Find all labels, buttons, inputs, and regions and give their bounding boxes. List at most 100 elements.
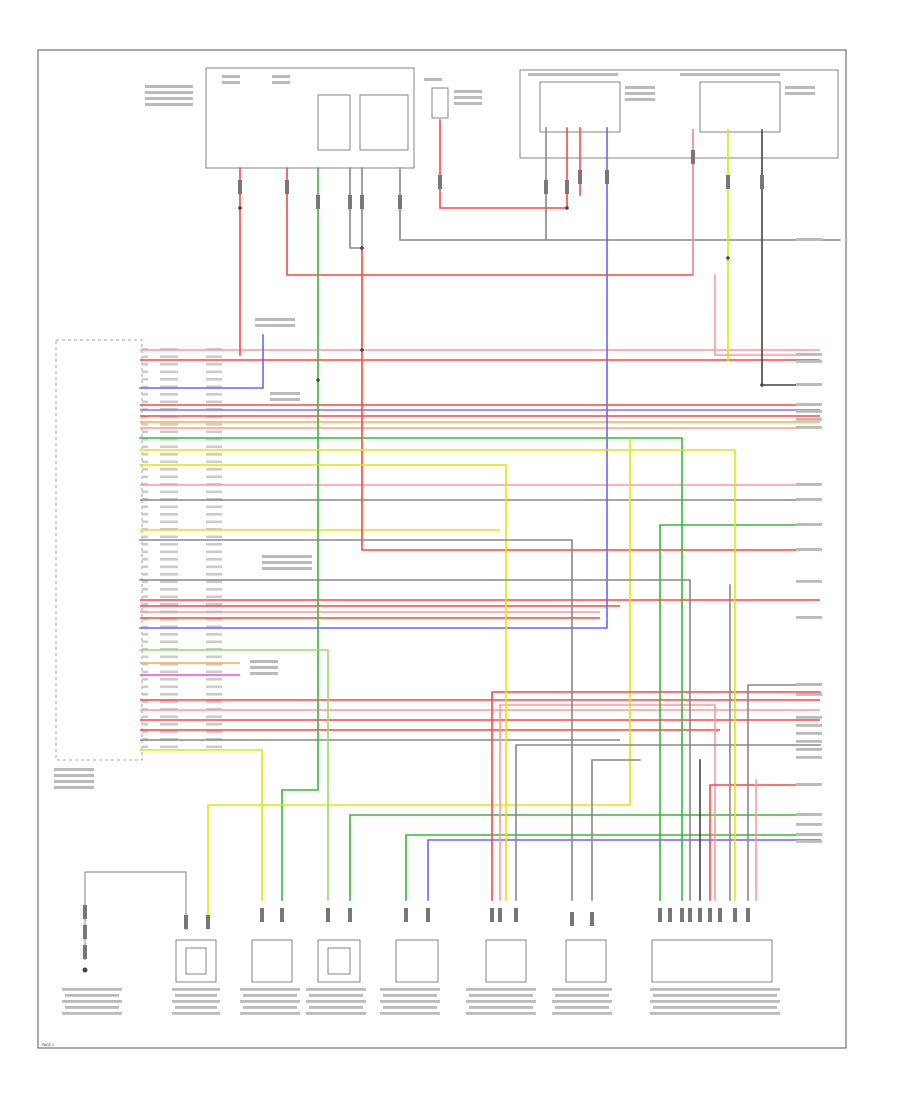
pin-label — [160, 475, 178, 479]
wire-end-label — [796, 833, 822, 836]
pin-label — [160, 625, 178, 629]
pin-label — [160, 400, 178, 404]
diagram-frame — [37, 49, 847, 1049]
pin-label — [206, 430, 222, 434]
pin-label — [142, 618, 148, 621]
pin-label — [160, 655, 178, 659]
pin-label — [142, 565, 148, 569]
component-label — [175, 994, 217, 997]
component-label — [555, 1006, 609, 1009]
component-knock — [395, 939, 439, 983]
wire-end-label — [796, 724, 822, 727]
pin-label — [160, 438, 178, 441]
connector-mark — [260, 908, 264, 922]
pin-label — [160, 580, 178, 584]
splice-dots — [82, 206, 764, 973]
wire-gray-mid — [139, 539, 573, 901]
pin-label — [160, 633, 178, 636]
pin-label — [142, 550, 148, 554]
pin-label — [142, 685, 148, 689]
pin-label — [142, 603, 148, 606]
wire-end-label — [796, 403, 822, 406]
pin-label — [142, 505, 148, 509]
pin-label — [206, 685, 222, 689]
relay-2 — [699, 81, 781, 133]
pin-label — [206, 423, 222, 426]
component-label — [306, 1012, 366, 1015]
wire-gray-top — [399, 167, 841, 241]
bottom-labels — [62, 988, 780, 1015]
pin-label — [160, 670, 178, 674]
pin-label — [160, 363, 178, 366]
pin-label — [206, 535, 222, 539]
pin-label — [160, 543, 178, 546]
component-label — [380, 1012, 440, 1015]
pin-label — [206, 550, 222, 554]
wire-end-label — [796, 410, 822, 413]
fuse-labels — [145, 73, 815, 106]
wire-gray-mid-2 — [139, 579, 691, 901]
component-label — [65, 994, 119, 997]
pin-label — [142, 715, 148, 719]
connector-mark — [544, 180, 548, 194]
pin-label — [160, 520, 178, 524]
wire-end-label — [796, 823, 822, 826]
pin-label — [206, 603, 222, 606]
page-number: PAGE 1 — [42, 1043, 54, 1047]
wire-end-label — [796, 756, 822, 759]
pin-label — [160, 423, 178, 426]
wire-end-label — [796, 740, 822, 743]
connector-mark — [514, 908, 518, 922]
component-cam-inner — [327, 947, 351, 975]
wire-lime-ecm — [139, 649, 329, 901]
pin-label — [206, 580, 222, 584]
pin-label — [206, 715, 222, 719]
pin-label — [206, 565, 222, 569]
wire-pink-lower — [499, 704, 716, 901]
pin-label — [142, 663, 148, 666]
pin-label — [160, 730, 178, 734]
component-label — [552, 1000, 612, 1003]
wire-end-label — [796, 813, 822, 816]
connector-mark — [280, 908, 284, 922]
connector-mark — [348, 908, 352, 922]
component-label — [243, 994, 297, 997]
wire-green-lower — [349, 814, 821, 901]
pin-label — [142, 625, 148, 629]
wire-green-1 — [281, 167, 319, 901]
vertical-wires — [139, 119, 841, 921]
component-label — [172, 988, 220, 991]
pin-label — [142, 655, 148, 659]
wire-dark-right — [761, 129, 821, 386]
connector-mark — [404, 908, 408, 922]
pin-label — [142, 400, 148, 404]
pin-label — [160, 595, 178, 599]
pin-label — [160, 685, 178, 689]
pin-label — [142, 745, 148, 749]
pin-label — [142, 580, 148, 584]
component-label — [309, 1006, 363, 1009]
component-maf-inner — [185, 947, 207, 975]
component-label — [243, 1006, 297, 1009]
pin-label — [160, 745, 178, 749]
wire-end-label — [796, 616, 822, 619]
fuse-small — [431, 87, 449, 119]
component-maf — [175, 939, 217, 983]
connector-mark — [698, 908, 702, 922]
connector-mark — [605, 170, 609, 184]
pin-label — [142, 678, 148, 681]
pin-label — [206, 468, 222, 471]
pin-label — [206, 633, 222, 636]
component-label — [62, 988, 122, 991]
wire-blue-long — [139, 127, 608, 629]
connector-mark — [578, 170, 582, 184]
component-label — [653, 994, 777, 997]
pin-label — [206, 640, 222, 644]
wire-end-label — [796, 580, 822, 583]
wire-red-long — [361, 247, 821, 551]
pin-label — [160, 558, 178, 561]
connector-mark — [426, 908, 430, 922]
pin-label — [206, 393, 222, 396]
pin-label — [160, 490, 178, 494]
